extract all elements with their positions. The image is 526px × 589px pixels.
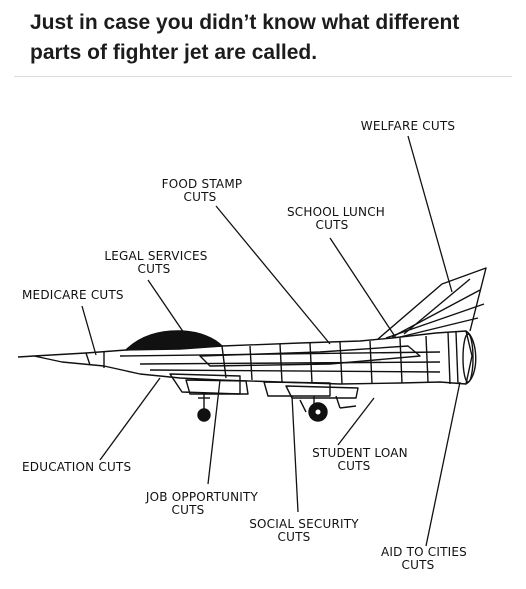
- label-aid-to-cities-line2: CUTS: [402, 558, 435, 572]
- label-aid-to-cities-line1: AID TO CITIES: [381, 545, 467, 559]
- label-social-security-line1: SOCIAL SECURITY: [249, 517, 359, 531]
- label-welfare: WELFARE CUTS: [361, 119, 455, 133]
- label-medicare: MEDICARE CUTS: [22, 288, 124, 302]
- label-school-lunch: SCHOOL LUNCH CUTS: [287, 205, 389, 232]
- label-education-line1: EDUCATION CUTS: [22, 460, 131, 474]
- label-school-lunch-line2: CUTS: [316, 218, 349, 232]
- leader-school-lunch: [329, 237, 397, 339]
- divider: [14, 76, 512, 77]
- fighter-jet-diagram: WELFARE CUTS FOOD STAMP CUTS SCHOOL LUNC…: [17, 119, 487, 572]
- label-student-loan: STUDENT LOAN CUTS: [312, 446, 412, 473]
- label-education: EDUCATION CUTS: [22, 460, 131, 474]
- label-social-security: SOCIAL SECURITY CUTS: [249, 517, 363, 544]
- label-food-stamp-line2: CUTS: [184, 190, 217, 204]
- label-legal-services: LEGAL SERVICES CUTS: [104, 249, 211, 276]
- label-student-loan-line2: CUTS: [338, 459, 371, 473]
- leader-lines: [81, 135, 461, 547]
- label-aid-to-cities: AID TO CITIES CUTS: [381, 545, 471, 572]
- jet-intake: [169, 373, 241, 395]
- post-header: Just in case you didn’t know what differ…: [0, 0, 526, 78]
- post-title: Just in case you didn’t know what differ…: [30, 11, 460, 64]
- label-student-loan-line1: STUDENT LOAN: [312, 446, 408, 460]
- jet-tail-fin: [377, 267, 487, 340]
- label-legal-services-line2: CUTS: [138, 262, 171, 276]
- label-welfare-line1: WELFARE CUTS: [361, 119, 455, 133]
- leader-student-loan: [337, 397, 375, 446]
- jet-front-wheel: [197, 408, 211, 422]
- label-job-opportunity-line1: JOB OPPORTUNITY: [145, 490, 259, 504]
- leader-food-stamp: [215, 205, 331, 345]
- label-school-lunch-line1: SCHOOL LUNCH: [287, 205, 385, 219]
- jet-wing: [199, 345, 421, 367]
- leader-social-security: [291, 395, 299, 513]
- label-job-opportunity-line2: CUTS: [172, 503, 205, 517]
- label-social-security-line2: CUTS: [278, 530, 311, 544]
- leader-legal-services: [147, 279, 185, 334]
- leader-welfare: [407, 135, 453, 293]
- leader-medicare: [81, 305, 97, 356]
- label-food-stamp: FOOD STAMP CUTS: [162, 177, 247, 204]
- callout-labels: WELFARE CUTS FOOD STAMP CUTS SCHOOL LUNC…: [22, 119, 471, 572]
- label-legal-services-line1: LEGAL SERVICES: [104, 249, 207, 263]
- leader-education: [99, 377, 161, 461]
- label-food-stamp-line1: FOOD STAMP: [162, 177, 243, 191]
- leader-aid-to-cities: [425, 381, 461, 547]
- label-job-opportunity: JOB OPPORTUNITY CUTS: [145, 490, 262, 517]
- fighter-jet-illustration: [17, 267, 487, 422]
- leader-job-opportunity: [207, 379, 221, 485]
- label-medicare-line1: MEDICARE CUTS: [22, 288, 124, 302]
